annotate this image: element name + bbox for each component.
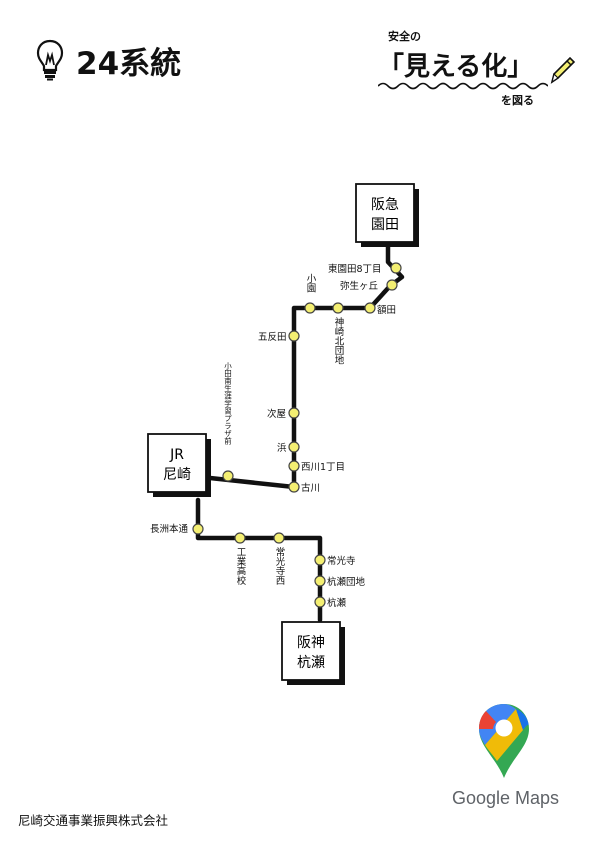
- stop-label: 長洲本通: [150, 523, 189, 535]
- terminal-hankyu-line2: 園田: [371, 217, 399, 233]
- stop-label: 小田南生涯学習プラザ前: [223, 362, 232, 446]
- route-title: 24系統: [76, 45, 182, 82]
- stop-marker-hama: [288, 441, 300, 453]
- terminal-hanshin-line1: 阪神: [297, 635, 325, 651]
- terminal-hankyu-sonoda: 阪急 園田: [355, 183, 419, 247]
- stop-label: 杭瀬団地: [327, 576, 366, 588]
- stop-marker-kuze: [314, 596, 326, 608]
- stop-marker-furukawa: [288, 481, 300, 493]
- stop-marker-yayoigaoka: [386, 279, 398, 291]
- stop-label: 浜: [277, 443, 287, 454]
- stop-label: 古川: [301, 482, 320, 494]
- stop-marker-kozono: [304, 302, 316, 314]
- google-maps-wordmark: Google Maps: [452, 788, 560, 808]
- bus-stops: [192, 262, 402, 608]
- stop-label: 杭瀬: [327, 597, 347, 609]
- stop-label: 額田: [377, 304, 396, 316]
- stop-marker-odaminami: [222, 470, 234, 482]
- stop-marker-higashisonoda8: [390, 262, 402, 274]
- stop-label: 常光寺: [327, 555, 356, 567]
- slogan-top-text: 安全の: [388, 30, 421, 43]
- stop-label: 弥生ヶ丘: [340, 280, 379, 292]
- slogan-bottom-text: を図る: [501, 94, 534, 107]
- stop-marker-kogyokoko: [234, 532, 246, 544]
- stop-marker-nukata: [364, 302, 376, 314]
- terminal-hanshin-kuze: 阪神 杭瀬: [281, 621, 345, 685]
- slogan-main-text: 「見える化」: [378, 52, 534, 82]
- google-maps-pin-icon: [479, 704, 529, 778]
- pencil-icon: [550, 56, 576, 84]
- stop-marker-nagasuhondori: [192, 523, 204, 535]
- header-title-group: 24系統: [36, 38, 181, 82]
- company-name: 尼崎交通事業振興株式会社: [18, 813, 169, 828]
- wavy-underline: [378, 82, 548, 90]
- terminal-jr-line1: JR: [169, 447, 184, 463]
- stop-marker-jokoji: [314, 554, 326, 566]
- stop-label: 工業高校: [235, 547, 247, 586]
- stop-label: 小園: [305, 274, 317, 294]
- stop-label: 東園田8丁目: [328, 263, 382, 275]
- stop-marker-jokojinishi: [273, 532, 285, 544]
- stop-label: 五反田: [258, 332, 287, 343]
- terminal-hanshin-line2: 杭瀬: [297, 655, 325, 671]
- stop-marker-tsugiya: [288, 407, 300, 419]
- stop-labels-vertical: 小園 神崎北団地 工業高校 常光寺西 小田南生涯学習プラザ前: [223, 274, 344, 586]
- stop-label: 次屋: [267, 408, 286, 420]
- lightbulb-icon: [36, 39, 64, 81]
- stop-marker-kanzakikitadanchi: [332, 302, 344, 314]
- stop-marker-gotanda: [288, 330, 300, 342]
- stop-marker-kuzedanchi: [314, 575, 326, 587]
- terminal-hankyu-line1: 阪急: [371, 197, 399, 213]
- stop-label: 西川1丁目: [301, 462, 345, 473]
- stop-marker-nishikawa1: [288, 460, 300, 472]
- stop-label: 常光寺西: [274, 546, 286, 586]
- stop-labels: 東園田8丁目 弥生ヶ丘 額田 五反田 次屋 浜 西川1丁目 古川 長洲本通 常光…: [150, 263, 396, 609]
- safety-slogan: 安全の 「見える化」 を図る: [378, 24, 578, 114]
- terminal-jr-line2: 尼崎: [163, 467, 191, 483]
- terminal-jr-amagasaki: JR 尼崎: [147, 433, 211, 497]
- stop-label: 神崎北団地: [333, 316, 345, 364]
